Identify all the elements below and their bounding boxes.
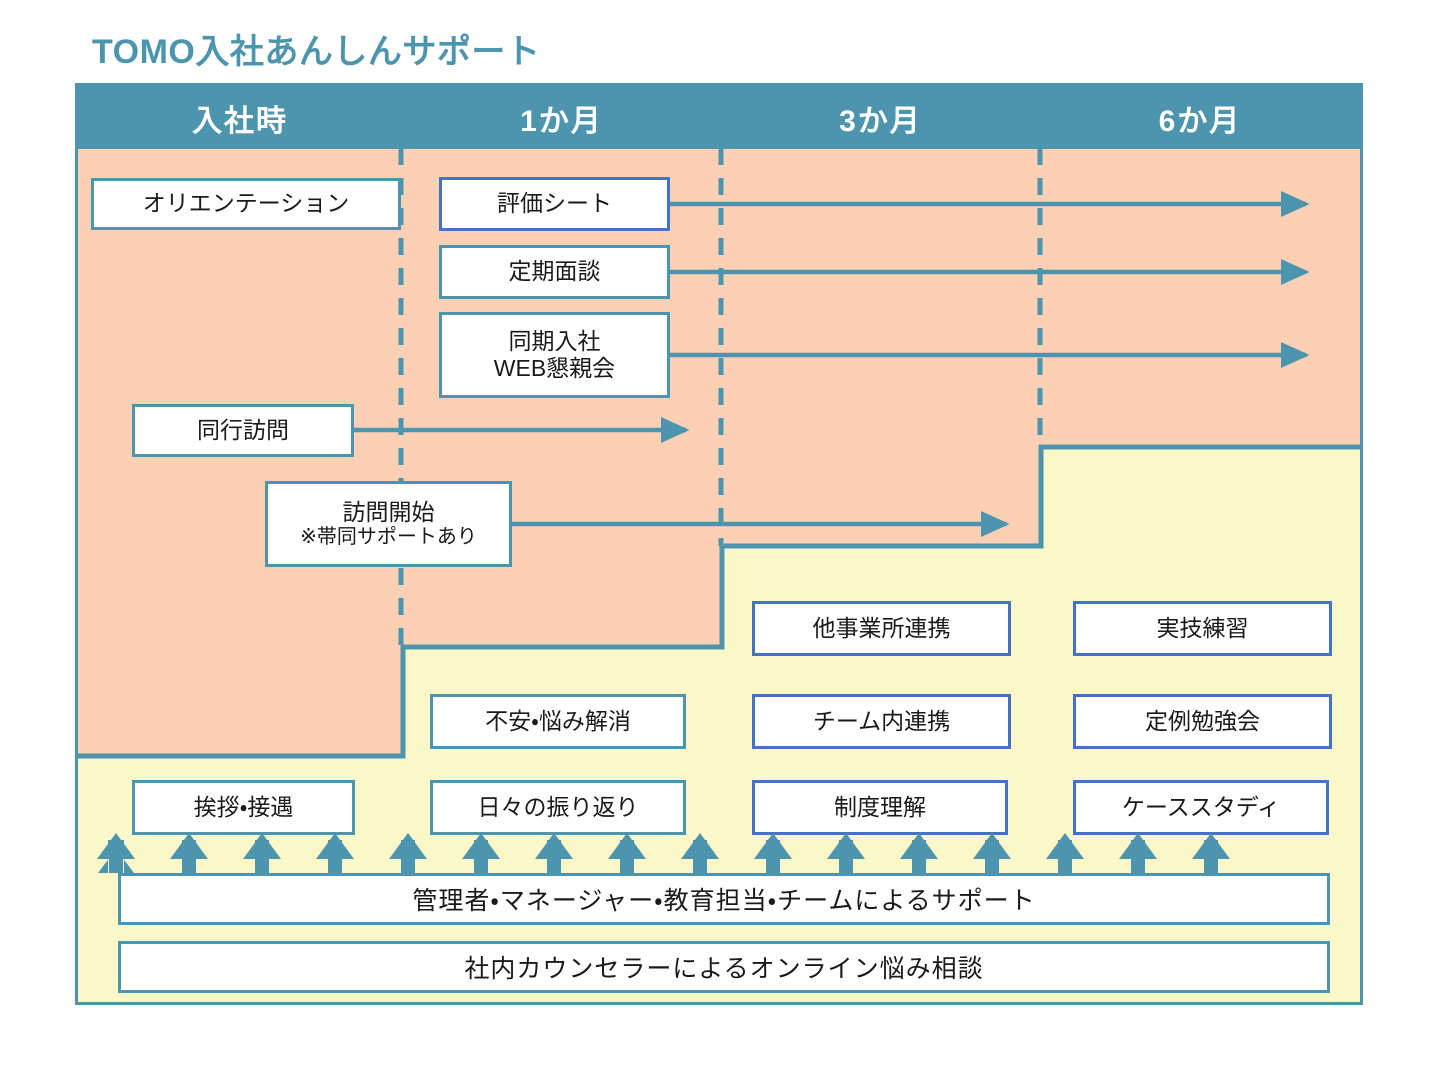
box-daily-reflection[interactable]: 日々の振り返り <box>430 780 686 835</box>
box-regular-study[interactable]: 定例勉強会 <box>1073 694 1332 749</box>
phase-header-strip <box>78 86 1360 149</box>
page-title: TOMO入社あんしんサポート <box>92 33 541 71</box>
box-system-understanding[interactable]: 制度理解 <box>752 780 1008 835</box>
box-regular-interview[interactable]: 定期面談 <box>439 245 670 299</box>
box-orientation[interactable]: オリエンテーション <box>91 178 401 230</box>
box-visit-start-line2: ※帯同サポートあり <box>300 525 477 548</box>
box-web-party-line2: WEB懇親会 <box>493 355 616 381</box>
box-visit-start-line1: 訪問開始 <box>342 498 435 525</box>
box-accompany-visit[interactable]: 同行訪問 <box>132 404 354 457</box>
box-other-office[interactable]: 他事業所連携 <box>752 601 1011 656</box>
box-eval-sheet[interactable]: 評価シート <box>439 177 670 231</box>
box-greeting-hospitality[interactable]: 挨拶・接遇 <box>132 780 355 835</box>
phase-label-2: 3か月 <box>839 104 922 138</box>
support-bar-0[interactable]: 管理者・マネージャー・教育担当・チームによるサポート <box>118 873 1330 925</box>
box-case-study[interactable]: ケーススタディ <box>1073 780 1329 835</box>
phase-label-0: 入社時 <box>192 104 288 138</box>
box-visit-start[interactable]: 訪問開始 ※帯同サポートあり <box>265 481 512 567</box>
support-bar-1[interactable]: 社内カウンセラーによるオンライン悩み相談 <box>118 941 1330 993</box>
phase-label-3: 6か月 <box>1158 104 1242 138</box>
timeline-panel: 入社時 1か月 3か月 6か月 オリエンテーション 同行訪問 評価シート 定期面… <box>75 83 1363 1005</box>
box-web-party[interactable]: 同期入社 WEB懇親会 <box>439 312 670 398</box>
box-team-cooperation[interactable]: チーム内連携 <box>752 694 1011 749</box>
phase-label-1: 1か月 <box>520 104 603 138</box>
box-practical-training[interactable]: 実技練習 <box>1073 601 1332 656</box>
box-web-party-line1: 同期入社 <box>508 327 601 354</box>
box-anxiety-relief[interactable]: 不安・悩み解消 <box>430 694 686 749</box>
